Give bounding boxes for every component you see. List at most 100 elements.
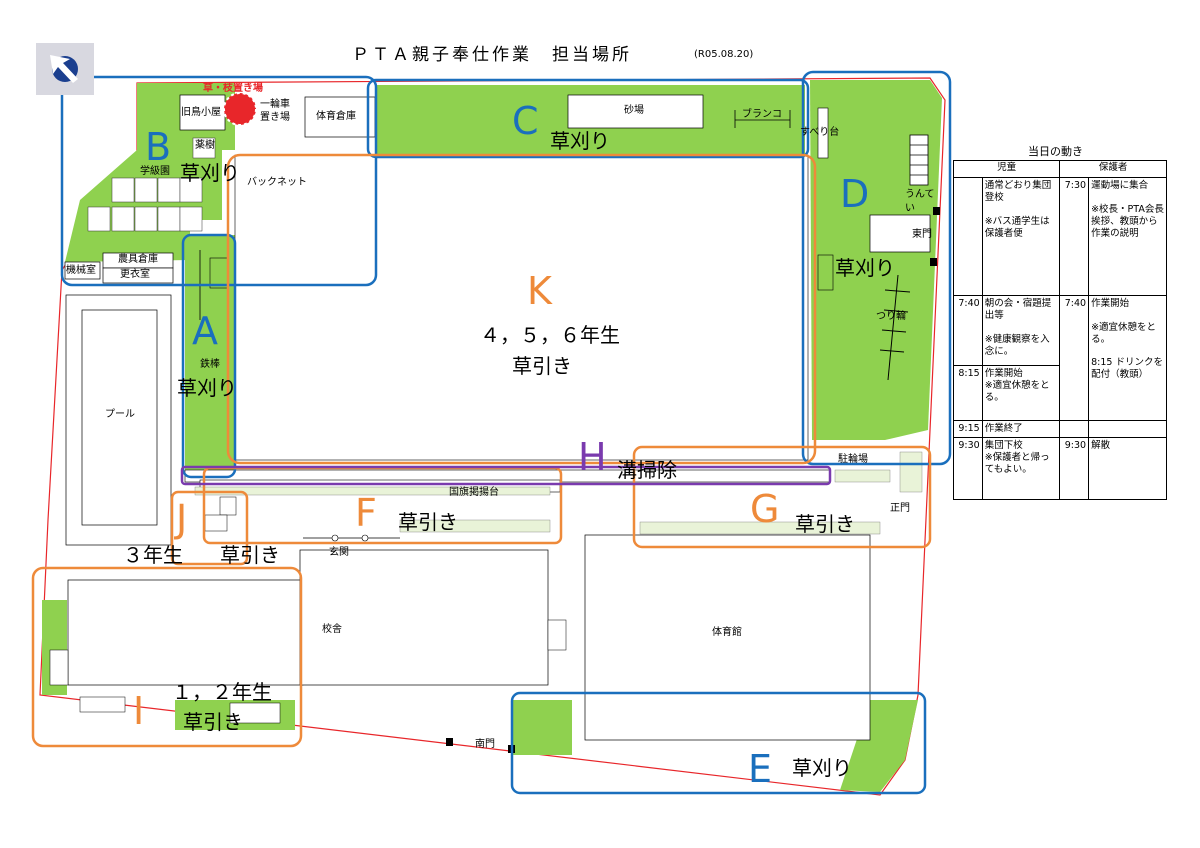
zone-D-task: 草刈り xyxy=(835,256,895,280)
schedule-child-text: 作業終了 xyxy=(981,420,1061,438)
zone-I-grade: １，２年生 xyxy=(172,680,272,704)
schedule-child-time: 9:30 xyxy=(953,436,983,500)
zone-E-task: 草刈り xyxy=(792,756,852,780)
zone-A-task: 草刈り xyxy=(177,376,237,400)
zone-E-letter: E xyxy=(748,747,773,791)
school-building-center xyxy=(299,549,549,686)
gymnasium-building xyxy=(584,534,871,741)
schedule-title: 当日の動き xyxy=(1028,145,1083,158)
old-hut-label: 旧鳥小屋 xyxy=(181,107,221,118)
zone-B-outline xyxy=(60,75,378,287)
flag-stand-label: 国旗掲揚台 xyxy=(449,487,499,498)
zone-G-letter: G xyxy=(750,487,780,531)
zone-C-outline xyxy=(366,78,810,159)
zone-D-letter: D xyxy=(840,172,870,216)
slide-label: すべり台 xyxy=(800,127,840,138)
unteii-label: うんて い xyxy=(905,189,935,214)
schedule-parent-text xyxy=(1088,420,1167,438)
zone-H-task: 溝掃除 xyxy=(617,458,677,482)
changing-room-label: 更衣室 xyxy=(120,269,150,280)
schedule-child-text: 作業開始 ※適宜休憩をとる。 xyxy=(981,365,1061,421)
schedule-child-time: 8:15 xyxy=(953,365,983,421)
schedule-parent-text: 解散 xyxy=(1088,436,1167,500)
schedule-child-time: 9:15 xyxy=(953,420,983,438)
schedule-parent-text: 作業開始 ※適宜休憩をとる。 8:15 ドリンクを配付（教頭） xyxy=(1088,295,1167,421)
schedule-parent-time: 7:30 xyxy=(1059,177,1090,296)
sandbox-label: 砂場 xyxy=(624,105,644,116)
zone-D-outline xyxy=(801,70,952,466)
iron-bar-label: 鉄棒 xyxy=(200,359,220,370)
school-building-north xyxy=(67,579,304,686)
machine-room-label: 機械室 xyxy=(66,265,96,276)
zone-G-task: 草引き xyxy=(795,512,855,536)
zone-K-outline xyxy=(226,153,817,465)
schedule-parent-time: 9:30 xyxy=(1059,436,1090,500)
page-title: ＰＴＡ親子奉仕作業 担当場所 xyxy=(352,45,632,65)
old-hut xyxy=(179,94,226,131)
grass-storage-label: 草・枝置き場 xyxy=(203,83,263,94)
ring-apparatus xyxy=(879,274,911,381)
zone-J-grade: ３年生 xyxy=(123,543,183,567)
schedule-parent-text: 運動場に集合 ※校長・PTA会長挨拶、教頭から作業の説明 xyxy=(1088,177,1167,296)
zone-K-grade: ４，５，６年生 xyxy=(480,323,620,347)
zone-H-letter: H xyxy=(578,435,607,479)
east-gate-label: 東門 xyxy=(912,229,932,240)
gymnasium-label: 体育館 xyxy=(712,627,742,638)
swing-label: ブランコ xyxy=(742,109,782,120)
zone-I-outline xyxy=(31,566,303,748)
grass-storage-circle xyxy=(224,93,256,125)
zone-E-outline xyxy=(510,691,927,795)
class-garden-label: 学級園 xyxy=(140,166,170,177)
playground xyxy=(234,154,809,461)
ring-label: つり輪 xyxy=(876,311,906,322)
pool-label: プール xyxy=(105,409,135,420)
zone-C-letter: C xyxy=(512,99,539,143)
entrance-label: 玄関 xyxy=(329,547,349,558)
zone-B-letter: B xyxy=(145,125,172,169)
unteii-ladder xyxy=(909,134,929,186)
gym-storage-label: 体育倉庫 xyxy=(316,111,356,122)
zone-K-task: 草引き xyxy=(512,354,572,378)
zone-K-letter: K xyxy=(527,269,552,313)
north-arrow-icon xyxy=(36,43,94,95)
main-gate-label: 正門 xyxy=(890,503,910,514)
zone-H-outline xyxy=(180,465,832,486)
south-gate-label: 南門 xyxy=(475,739,495,750)
schedule-parent-time xyxy=(1059,420,1090,438)
class-garden-plots xyxy=(87,137,216,232)
gym-storage-building xyxy=(304,96,376,138)
school-building-label: 校舎 xyxy=(322,624,342,635)
zone-B-task: 草刈り xyxy=(180,161,240,185)
zone-G-outline xyxy=(632,445,932,549)
zone-F-task: 草引き xyxy=(398,510,458,534)
zone-outlines xyxy=(31,70,952,795)
zone-J-outline xyxy=(170,490,249,566)
zone-J-task: 草引き xyxy=(220,543,280,567)
backnet-label: バックネット xyxy=(247,177,307,188)
schedule-header-child: 児童 xyxy=(952,160,1061,178)
parking-label: 駐輪場 xyxy=(838,454,868,465)
pool-area xyxy=(81,309,158,526)
farm-storage-label: 農具倉庫 xyxy=(118,254,158,265)
date-label: (R05.08.20) xyxy=(694,49,754,60)
zone-J-letter: J xyxy=(176,497,188,541)
wheelbarrow-label: 一輪車 置き場 xyxy=(260,99,290,123)
zone-I-task: 草引き xyxy=(183,710,243,734)
changing-room-building xyxy=(102,267,174,284)
machine-room-building xyxy=(64,261,101,280)
schedule-child-time xyxy=(953,177,983,296)
zone-A-outline xyxy=(181,233,237,479)
schedule-child-time: 7:40 xyxy=(953,295,983,366)
schedule-header-parent: 保護者 xyxy=(1059,160,1167,178)
schedule-child-text: 朝の会・宿題提出等 ※健康観察を入念に。 xyxy=(981,295,1061,366)
slide xyxy=(817,107,829,159)
schedule-parent-time: 7:40 xyxy=(1059,295,1090,421)
schedule-child-text: 集団下校 ※保護者と帰ってもよい。 xyxy=(981,436,1061,500)
